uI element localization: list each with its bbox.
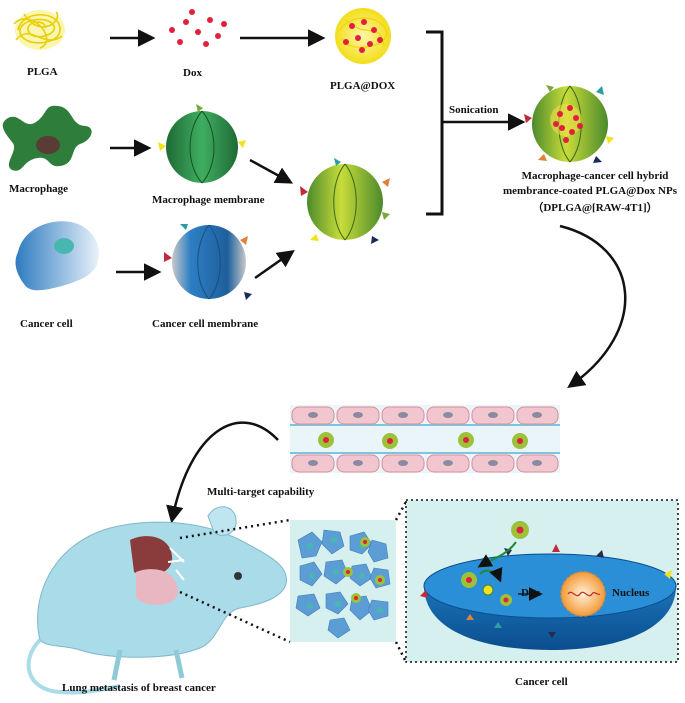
dox-molecules-icon [169, 9, 227, 47]
label-hybrid-line2: membrance-coated PLGA@Dox NPs [503, 185, 677, 197]
plga-icon [13, 10, 65, 50]
label-macrophage: Macrophage [9, 183, 69, 195]
bracket [426, 30, 444, 216]
label-dox-inner: Dox [521, 587, 540, 599]
cancer-cell-panel [405, 499, 679, 663]
tumor-tissue-panel [290, 520, 396, 642]
label-hybrid-line3: （DPLGA@[RAW-4T1]） [532, 202, 658, 214]
arrow-vessel-to-mouse [166, 421, 279, 524]
label-cancer-cell-bottom: Cancer cell [515, 676, 568, 688]
label-plga: PLGA [27, 66, 58, 78]
arrow-macmem-to-hybrid [249, 158, 294, 184]
cancer-cell-icon [15, 221, 99, 291]
label-nucleus: Nucleus [612, 587, 650, 599]
label-sonication: Sonication [449, 104, 499, 116]
label-plga-dox: PLGA@DOX [330, 80, 396, 92]
mouse-illustration [26, 506, 287, 695]
label-cancer-cell: Cancer cell [20, 318, 73, 330]
label-macrophage-membrane: Macrophage membrane [152, 194, 265, 206]
hybrid-membrane-sphere [300, 158, 390, 244]
zoom-lines [179, 501, 408, 663]
arrow-canmem-to-hybrid [254, 249, 295, 280]
label-lung-metastasis: Lung metastasis of breast cancer [62, 682, 216, 694]
cancer-membrane-sphere [164, 224, 252, 300]
label-cancer-cell-membrane: Cancer cell membrane [152, 318, 259, 330]
plga-dox-particle [335, 8, 391, 64]
blood-vessel [290, 405, 560, 473]
macrophage-cell-icon [2, 105, 92, 171]
dplga-nanoparticle [524, 85, 614, 163]
label-multi-target: Multi-target capability [207, 486, 315, 498]
arrow-np-to-vessel [559, 224, 627, 389]
label-hybrid-line1: Macrophage-cancer cell hybrid [521, 170, 669, 182]
label-dox: Dox [183, 67, 202, 79]
macrophage-membrane-sphere [158, 104, 246, 184]
